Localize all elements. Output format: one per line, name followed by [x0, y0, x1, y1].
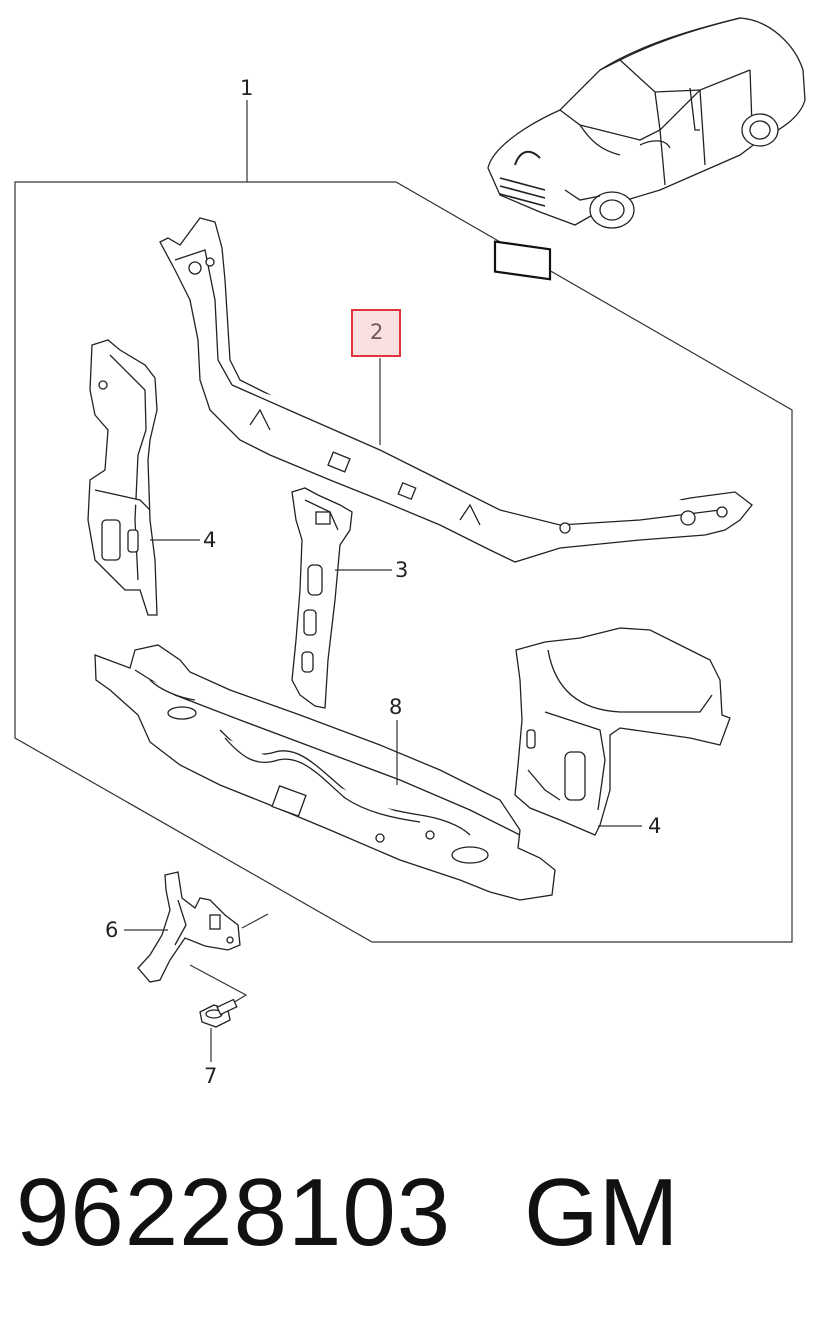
- part-number: 96228103: [16, 1159, 452, 1266]
- part-side-panel-right: [514, 627, 731, 836]
- callout-6[interactable]: 6: [105, 918, 119, 942]
- callout-4-left[interactable]: 4: [203, 528, 217, 552]
- part-bolt: [199, 998, 238, 1028]
- leader-bracket-to-frame: [241, 913, 269, 929]
- callout-4-right[interactable]: 4: [648, 814, 662, 838]
- callout-3[interactable]: 3: [395, 558, 409, 582]
- part-center-brace: [291, 487, 353, 709]
- callout-2[interactable]: 2: [370, 320, 384, 344]
- callout-1[interactable]: 1: [240, 76, 254, 100]
- part-side-panel-left: [87, 339, 158, 616]
- assembly-outline: [14, 181, 793, 943]
- highlight-box-part-2: [351, 309, 401, 357]
- callout-7[interactable]: 7: [204, 1064, 218, 1088]
- part-lower-support: [94, 644, 556, 901]
- car-illustration: [487, 17, 806, 281]
- callout-8[interactable]: 8: [389, 695, 403, 719]
- leader-bolt: [189, 964, 248, 1007]
- brand-label: GM: [524, 1159, 679, 1266]
- part-latch-bracket: [137, 871, 241, 983]
- part-upper-support: [159, 217, 753, 563]
